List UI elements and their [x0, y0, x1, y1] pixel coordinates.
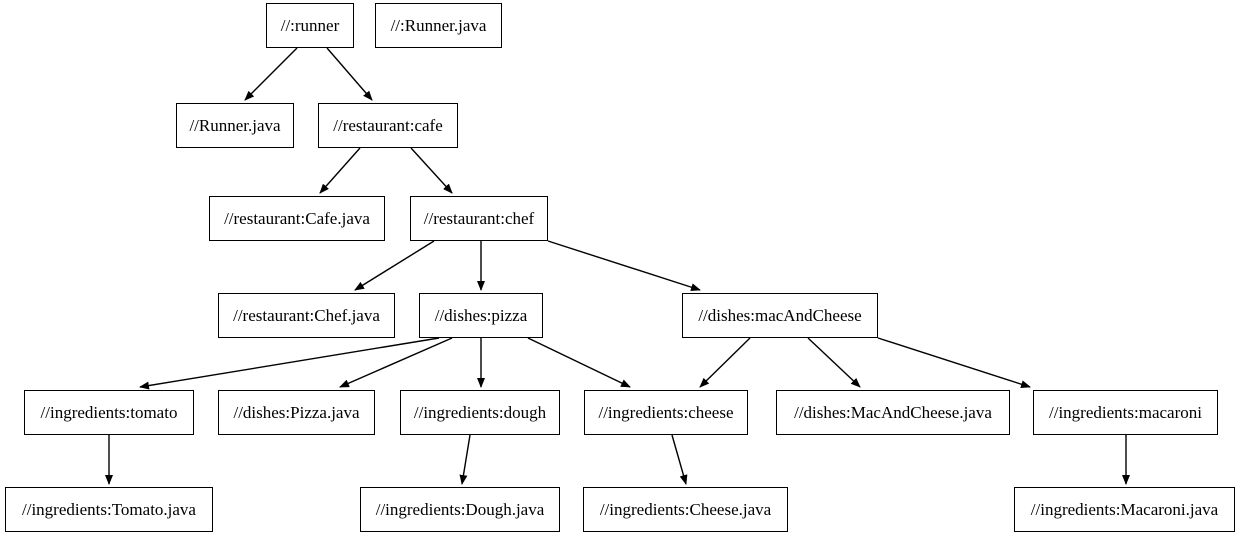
graph-node-ing_tomato_java[interactable]: //ingredients:Tomato.java	[5, 487, 213, 532]
graph-node-label: //ingredients:cheese	[598, 403, 734, 422]
graph-node-label: //ingredients:Dough.java	[375, 500, 545, 519]
graph-node-label: //ingredients:macaroni	[1049, 403, 1202, 422]
graph-edge-runner-to-restaurant_cafe	[326, 47, 373, 101]
graph-node-label: //dishes:Pizza.java	[233, 403, 360, 422]
graph-node-runner_java[interactable]: //Runner.java	[176, 103, 294, 148]
graph-edge-ing_cheese-to-ing_cheese_java	[671, 434, 688, 485]
graph-edge-restaurant_cafe-to-restaurant_cafe_java	[319, 147, 361, 194]
graph-node-ing_macaroni_java[interactable]: //ingredients:Macaroni.java	[1014, 487, 1235, 532]
graph-node-dishes_macandcheese[interactable]: //dishes:macAndCheese	[682, 293, 878, 338]
graph-edge-restaurant_chef-to-restaurant_chef_java	[354, 240, 435, 291]
graph-node-runner[interactable]: //:runner	[266, 3, 354, 48]
graph-node-restaurant_cafe[interactable]: //restaurant:cafe	[318, 103, 458, 148]
graph-node-ing_cheese[interactable]: //ingredients:cheese	[584, 390, 748, 435]
graph-node-label: //dishes:MacAndCheese.java	[794, 403, 992, 422]
graph-node-label: //ingredients:tomato	[40, 403, 178, 422]
graph-node-label: //:Runner.java	[390, 16, 487, 35]
graph-node-label: //Runner.java	[189, 116, 281, 135]
graph-node-label: //ingredients:Tomato.java	[22, 500, 196, 519]
graph-node-label: //restaurant:Chef.java	[233, 306, 380, 325]
graph-edge-dishes_macandcheese-to-dishes_macandcheese_java	[807, 337, 861, 388]
graph-edge-dishes_macandcheese-to-ing_macaroni	[877, 337, 1031, 389]
graph-node-label: //dishes:pizza	[434, 306, 528, 325]
graph-node-root_runner_java[interactable]: //:Runner.java	[375, 3, 502, 48]
graph-node-ing_dough[interactable]: //ingredients:dough	[400, 390, 560, 435]
graph-node-label: //ingredients:Macaroni.java	[1030, 500, 1219, 519]
graph-edge-dishes_macandcheese-to-ing_cheese	[699, 337, 751, 388]
graph-node-ing_dough_java[interactable]: //ingredients:Dough.java	[360, 487, 560, 532]
graph-edge-dishes_pizza-to-ing_cheese	[527, 337, 631, 388]
graph-node-ing_tomato[interactable]: //ingredients:tomato	[24, 390, 194, 435]
graph-node-dishes_pizza_java[interactable]: //dishes:Pizza.java	[218, 390, 375, 435]
graph-edge-dishes_pizza-to-ing_tomato	[139, 337, 440, 390]
graph-edge-restaurant_cafe-to-restaurant_chef	[410, 147, 453, 194]
graph-node-label: //:runner	[280, 16, 340, 35]
graph-edge-runner-to-runner_java	[244, 47, 298, 101]
graph-node-dishes_macandcheese_java[interactable]: //dishes:MacAndCheese.java	[776, 390, 1010, 435]
graph-node-label: //ingredients:Cheese.java	[599, 500, 772, 519]
graph-node-restaurant_chef[interactable]: //restaurant:chef	[410, 196, 548, 241]
graph-node-label: //restaurant:cafe	[333, 116, 443, 135]
graph-node-label: //ingredients:dough	[413, 403, 547, 422]
graph-node-label: //restaurant:chef	[423, 209, 535, 228]
graph-node-dishes_pizza[interactable]: //dishes:pizza	[419, 293, 543, 338]
graph-node-restaurant_chef_java[interactable]: //restaurant:Chef.java	[218, 293, 395, 338]
graph-node-restaurant_cafe_java[interactable]: //restaurant:Cafe.java	[209, 196, 385, 241]
graph-edge-restaurant_chef-to-dishes_macandcheese	[547, 240, 701, 292]
graph-node-ing_cheese_java[interactable]: //ingredients:Cheese.java	[583, 487, 788, 532]
graph-node-label: //restaurant:Cafe.java	[224, 209, 370, 228]
graph-node-ing_macaroni[interactable]: //ingredients:macaroni	[1033, 390, 1218, 435]
graph-node-label: //dishes:macAndCheese	[698, 306, 862, 325]
graph-edge-dishes_pizza-to-dishes_pizza_java	[339, 337, 453, 388]
graph-edge-ing_dough-to-ing_dough_java	[459, 434, 471, 485]
